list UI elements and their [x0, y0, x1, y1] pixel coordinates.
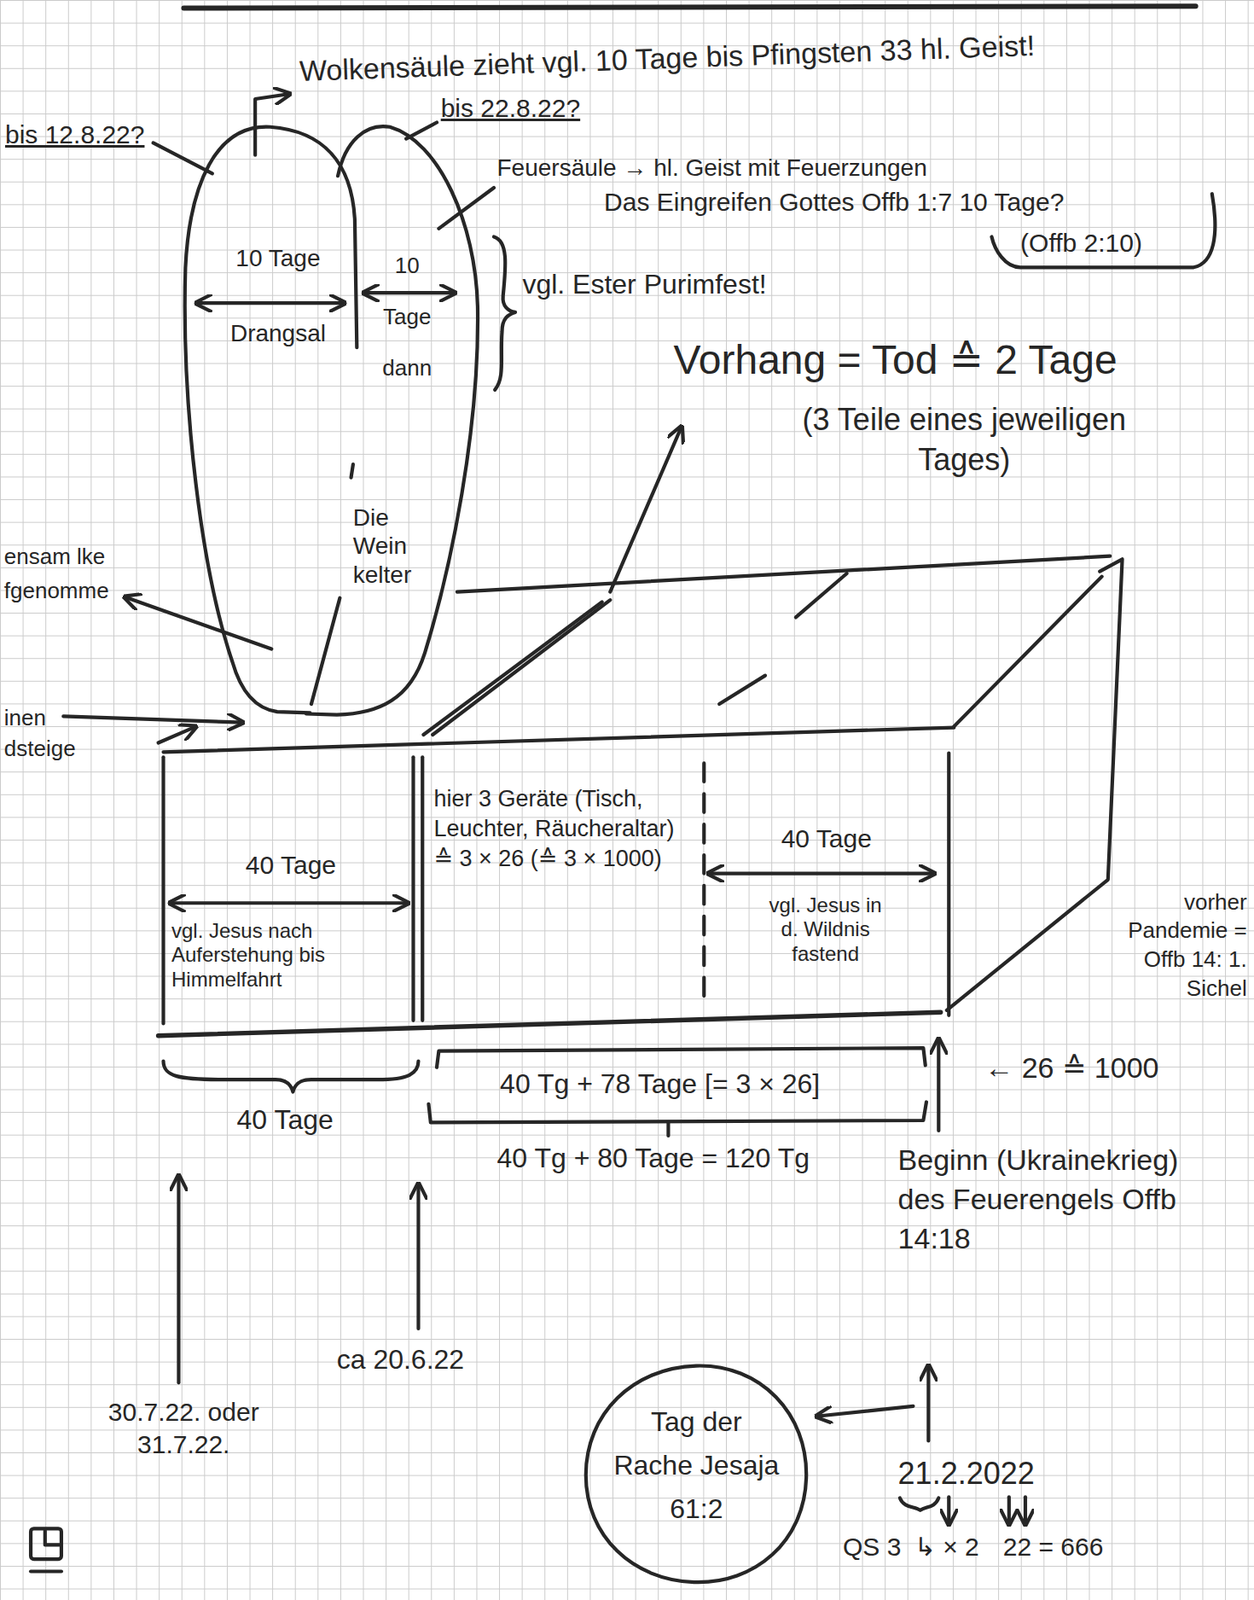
cloud-pillar-outline — [178, 117, 362, 720]
duration-text: 10 Tage — [209, 243, 348, 273]
scanner-icon — [30, 1527, 62, 1559]
tabernacle-box — [423, 602, 602, 735]
tabernacle-box — [158, 1011, 941, 1036]
date-note: 21.2.2022 — [898, 1453, 1154, 1493]
annotation: vgl. Ester Purimfest! — [522, 267, 930, 302]
tabernacle-box — [432, 599, 610, 735]
box-compartment: 40 Tage vgl. Jesus in d. Wildnis fastend — [706, 757, 947, 1013]
tabernacle-box — [946, 752, 951, 1015]
leader-line — [609, 426, 682, 593]
leader-line — [63, 93, 682, 744]
cut-off-note: ensam lke fgenomme — [4, 539, 117, 609]
time-arrow — [816, 1405, 914, 1417]
scanner-icon — [30, 1527, 62, 1571]
time-arrow — [1023, 1496, 1028, 1524]
compartment-note: vgl. Jesus in d. Wildnis fastend — [760, 893, 891, 967]
duration-text: 40 Tage — [749, 822, 903, 855]
double-arrow — [708, 871, 935, 876]
calc-note: 22 = 666 — [1003, 1530, 1167, 1563]
pillar-text: Die Wein kelter — [353, 503, 437, 590]
bracket — [493, 236, 516, 389]
annotation: Beginn (Ukrainekrieg) des Feuerengels Of… — [898, 1140, 1205, 1259]
annotation: Vorhang = Tod ≙ 2 Tage — [673, 334, 1245, 386]
time-arrow — [1007, 1496, 1011, 1524]
fire-pillar: 10 Tage dannDie Wein kelter — [306, 117, 485, 720]
bracket — [163, 193, 1216, 1510]
duration-text: 40 Tage — [237, 1102, 411, 1137]
tabernacle-box — [719, 675, 766, 704]
calc-note: QS 3 — [842, 1530, 911, 1563]
annotation: Das Eingreifen Gottes Offb 1:7 10 Tage? — [603, 185, 1237, 219]
time-arrow — [176, 1175, 180, 1383]
tabernacle-box — [163, 727, 955, 753]
duration-text: 40 Tg + 80 Tage = 120 Tg — [497, 1140, 926, 1175]
leader-line — [255, 93, 291, 156]
bracket — [436, 1047, 926, 1068]
double-arrow — [196, 301, 346, 305]
annotation: (Offb 2:10) — [1020, 226, 1204, 260]
circle-text: Tag der Rache Jesaja 61:2 — [612, 1399, 781, 1532]
circle-node: Tag der Rache Jesaja 61:2 — [581, 1362, 812, 1587]
tabernacle-box — [420, 756, 424, 1021]
duration-text: 10 Tage dann — [371, 240, 443, 394]
tabernacle-box — [457, 556, 1110, 593]
bracket — [428, 1101, 927, 1122]
tabernacle-box — [161, 756, 165, 1023]
double-arrow — [169, 900, 409, 905]
annotation: Feuersäule → hl. Geist mit Feuerzungen — [497, 152, 1110, 183]
annotation: ← 26 ≙ 1000 — [984, 1049, 1230, 1086]
cloud-pillar: 10 TageDrangsal — [178, 117, 362, 720]
duration-text: 40 Tg + 78 Tage [= 3 × 26] — [499, 1066, 918, 1101]
fire-pillar-outline — [306, 126, 478, 715]
heading-note: Wolkensäule zieht vgl. 10 Tage bis Pfing… — [298, 20, 1228, 89]
date-note: bis 12.8.22? — [5, 118, 184, 151]
tabernacle-box — [795, 573, 848, 617]
pillar-text: Drangsal — [209, 318, 348, 349]
time-arrow — [946, 1496, 951, 1524]
time-arrow — [416, 1183, 420, 1329]
scanner-icon — [30, 1568, 62, 1573]
bracket — [899, 1497, 939, 1510]
cloud-pillar-outline — [185, 126, 358, 713]
leader-line — [311, 597, 340, 704]
circle-node-outline — [586, 1364, 807, 1582]
leader-line — [63, 715, 243, 722]
tabernacle-box — [953, 576, 1102, 727]
bracket — [163, 1061, 419, 1092]
tabernacle-box — [411, 756, 415, 1021]
box-compartment: hier 3 Geräte (Tisch, Leuchter, Räuchera… — [422, 757, 704, 1022]
annotation: vorher Pandemie = Offb 14: 1. Sichel — [1083, 888, 1247, 1004]
date-note: bis 22.8.22? — [441, 92, 625, 125]
time-arrow — [178, 1038, 1026, 1524]
double-arrow — [363, 290, 456, 295]
duration-text: 40 Tage — [198, 848, 383, 882]
tabernacle-box — [702, 762, 706, 1005]
leader-line — [351, 464, 354, 478]
top-rule — [183, 5, 1196, 8]
fire-pillar-outline — [306, 117, 485, 720]
scanner-icon — [45, 1530, 60, 1545]
leader-line — [438, 187, 494, 229]
annotation: (3 Teile eines jeweiligen Tages) — [760, 400, 1168, 481]
sketch-line — [30, 5, 1215, 1571]
cut-off-note: inen dsteige — [4, 702, 87, 765]
leader-line — [158, 725, 197, 743]
double-arrow — [169, 292, 935, 903]
box-compartment: 40 Tage vgl. Jesus nach Auferstehung bis … — [162, 757, 413, 1023]
time-arrow — [936, 1038, 941, 1131]
leader-line — [153, 142, 213, 174]
compartment-note: hier 3 Geräte (Tisch, Leuchter, Räuchera… — [433, 783, 694, 874]
calc-note: ↳ × 2 — [914, 1530, 993, 1563]
date-note: 30.7.22. oder 31.7.22. — [97, 1395, 271, 1460]
compartment-note: vgl. Jesus nach Auferstehung bis Himmelf… — [171, 918, 409, 993]
tabernacle-box — [158, 556, 1123, 1036]
tabernacle-box — [946, 558, 1123, 1011]
time-arrow — [926, 1364, 930, 1440]
top-rule — [183, 5, 1196, 8]
leader-line — [124, 597, 272, 650]
bracket — [666, 1121, 670, 1136]
date-note: ca 20.6.22 — [336, 1341, 541, 1376]
